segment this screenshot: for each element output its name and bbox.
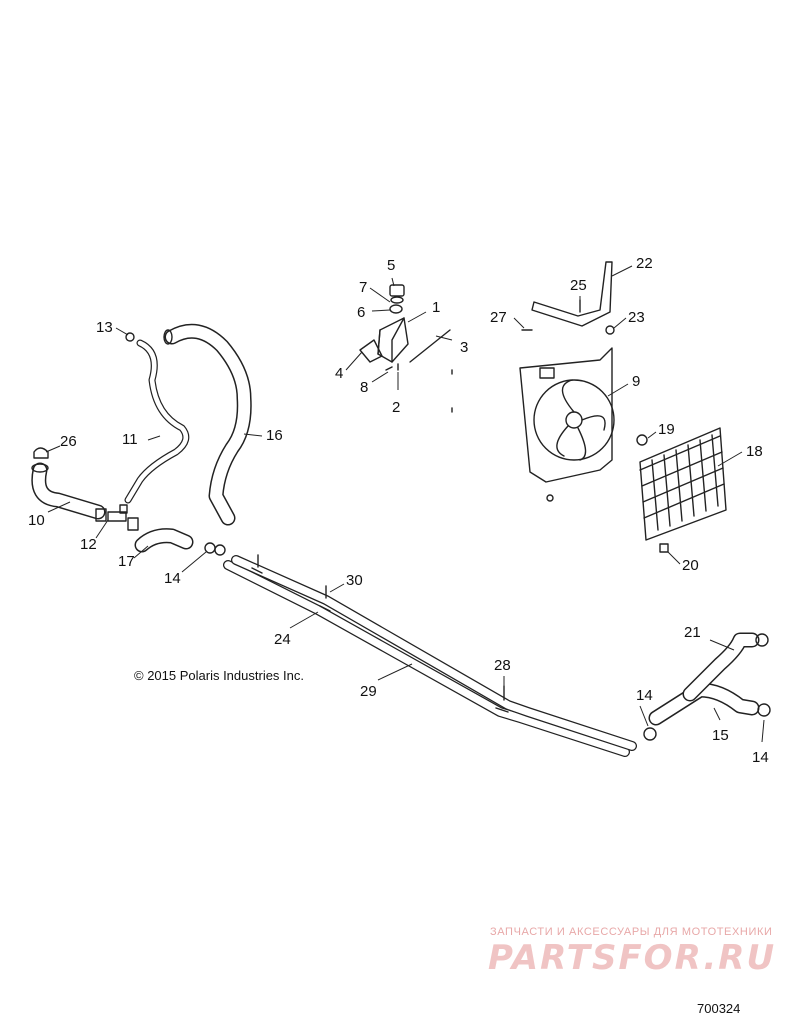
watermark-logo: PARTSFOR.RU [488,938,777,978]
fan-assembly-9 [519,347,615,502]
clamps-14-left [204,542,226,556]
screws-28-30 [257,554,505,701]
callout-4: 4 [335,365,343,382]
callout-12: 12 [80,536,97,553]
callout-16: 16 [266,427,283,444]
callout-10: 10 [28,512,45,529]
watermark-subtitle: ЗАПЧАСТИ И АКСЕССУАРЫ ДЛЯ МОТОТЕХНИКИ [490,926,773,938]
bracket-4 [359,339,383,363]
hose-15-21 [648,632,760,726]
callout-26: 26 [60,433,77,450]
callout-8: 8 [360,379,368,396]
callout-27: 27 [490,309,507,326]
radiator-18 [636,427,727,553]
fitting-12 [95,504,139,531]
clamp-13 [125,332,135,342]
hose-11 [124,339,190,504]
callout-19: 19 [658,421,675,438]
callout-7: 7 [359,279,367,296]
callout-13: 13 [96,319,113,336]
callout-14-mid: 14 [636,687,653,704]
clamps-14-right [643,633,771,741]
leader-lines [45,265,765,743]
callout-20: 20 [682,557,699,574]
callout-5: 5 [387,257,395,274]
callout-15: 15 [712,727,729,744]
clamp-26 [33,447,49,459]
callout-6: 6 [357,304,365,321]
hose-10 [31,462,106,520]
callout-21: 21 [684,624,701,641]
bracket-22 [531,261,613,327]
copyright-text: © 2015 Polaris Industries Inc. [134,668,304,683]
callout-1: 1 [432,299,440,316]
callout-14-left: 14 [164,570,181,587]
callout-11: 11 [122,431,138,448]
hose-16 [163,323,252,526]
reservoir-1 [377,317,409,363]
callout-24: 24 [274,631,291,648]
callout-29: 29 [360,683,377,700]
callout-25: 25 [570,277,587,294]
hose-3 [409,329,451,363]
callout-30: 30 [346,572,363,589]
cap-5-7-6 [389,284,405,314]
callout-9: 9 [632,373,640,390]
callout-3: 3 [460,339,468,356]
callout-28: 28 [494,657,511,674]
callout-23: 23 [628,309,645,326]
callout-14-right: 14 [752,749,769,766]
callout-2: 2 [392,399,400,416]
callout-17: 17 [118,553,135,570]
callout-22: 22 [636,255,653,272]
figure-number: 700324 [697,1001,741,1016]
hose-17 [134,528,194,553]
fasteners-2-8 [385,363,453,413]
coolant-tubes-29 [223,555,637,757]
callout-18: 18 [746,443,763,460]
